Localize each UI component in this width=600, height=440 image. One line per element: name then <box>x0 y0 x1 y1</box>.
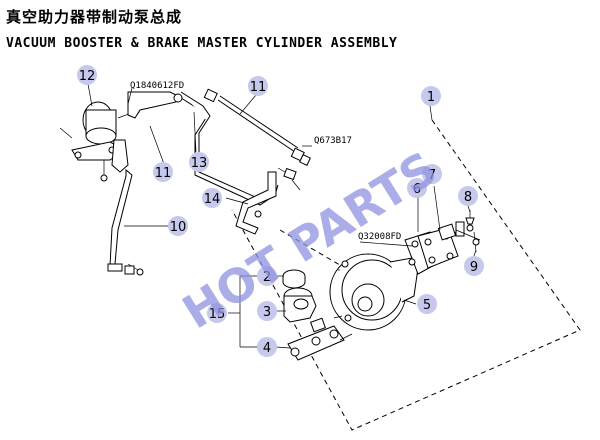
part-9-pin <box>472 231 480 253</box>
callout-14: 14 <box>202 188 222 208</box>
callout-11-left: 11 <box>153 162 173 182</box>
diagram-title-english: VACUUM BOOSTER & BRAKE MASTER CYLINDER A… <box>6 36 398 51</box>
part-14-vacuum-pipe <box>235 171 277 235</box>
part-11-bracket <box>100 139 129 182</box>
svg-text:11: 11 <box>250 80 267 95</box>
svg-text:7: 7 <box>428 168 436 183</box>
callout-12: 12 <box>77 65 97 85</box>
callout-2: 2 <box>257 266 277 286</box>
callout-15: 15 <box>207 303 227 323</box>
callout-3: 3 <box>257 301 277 321</box>
callout-6: 6 <box>407 178 427 198</box>
svg-text:11: 11 <box>155 166 172 181</box>
svg-text:4: 4 <box>263 341 271 356</box>
svg-text:8: 8 <box>464 190 472 205</box>
svg-text:6: 6 <box>413 182 421 197</box>
callout-13: 13 <box>189 152 209 172</box>
svg-text:12: 12 <box>79 69 96 84</box>
callout-10: 10 <box>168 216 188 236</box>
part-10-vacuum-tube <box>107 168 144 276</box>
svg-text:14: 14 <box>204 192 221 207</box>
callout-5: 5 <box>417 294 437 314</box>
part-13-vacuum-pipe-assembly <box>127 91 279 206</box>
callout-4: 4 <box>257 337 277 357</box>
part-3-fluid-reservoir <box>283 287 317 323</box>
part-push-rod-clevis <box>437 221 481 241</box>
svg-text:3: 3 <box>263 305 271 320</box>
part-12-vacuum-canister <box>59 101 140 161</box>
part-number-label: Q1840612FD <box>130 81 184 91</box>
svg-text:10: 10 <box>170 220 187 235</box>
svg-text:15: 15 <box>209 307 226 322</box>
svg-text:2: 2 <box>263 270 271 285</box>
assembly-axis-line <box>279 229 346 269</box>
svg-text:5: 5 <box>423 298 431 313</box>
callout-7: 7 <box>422 164 442 184</box>
part-number-label: Q673B17 <box>314 136 352 146</box>
callout-11-top: 11 <box>248 76 268 96</box>
part-4-master-cylinder <box>287 315 353 361</box>
callout-8: 8 <box>458 186 478 206</box>
part-8-bolt <box>465 210 475 225</box>
svg-text:1: 1 <box>427 90 435 105</box>
part-line-sensor <box>277 167 301 191</box>
part-5-vacuum-booster <box>329 253 419 331</box>
diagram-title-chinese: 真空助力器带制动泵总成 <box>6 8 183 26</box>
svg-text:13: 13 <box>191 156 208 171</box>
svg-text:9: 9 <box>470 260 478 275</box>
part-11-vacuum-hose <box>203 88 311 166</box>
callout-leader-lines <box>87 83 477 349</box>
part-number-label: Q32008FD <box>358 232 401 242</box>
callout-9: 9 <box>464 256 484 276</box>
callout-1: 1 <box>421 86 441 106</box>
